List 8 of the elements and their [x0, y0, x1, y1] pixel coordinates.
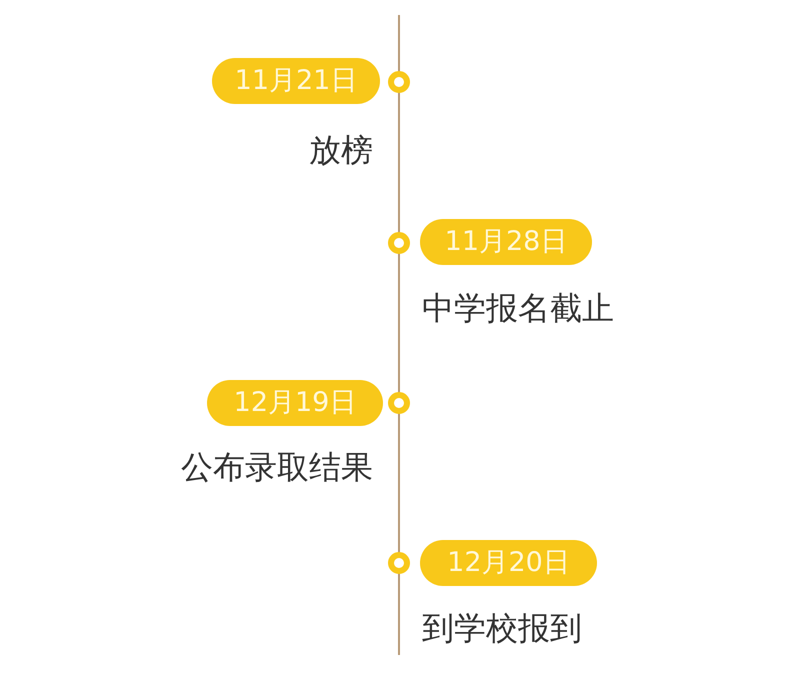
event-text: 放榜 [309, 130, 373, 170]
date-pill: 12月20日 [420, 540, 597, 586]
date-pill: 11月28日 [420, 219, 592, 265]
event-text: 到学校报到 [422, 608, 582, 648]
date-pill: 11月21日 [212, 58, 380, 104]
event-text: 公布录取结果 [181, 447, 373, 487]
event-text: 中学报名截止 [422, 288, 614, 328]
date-pill: 12月19日 [207, 380, 383, 426]
